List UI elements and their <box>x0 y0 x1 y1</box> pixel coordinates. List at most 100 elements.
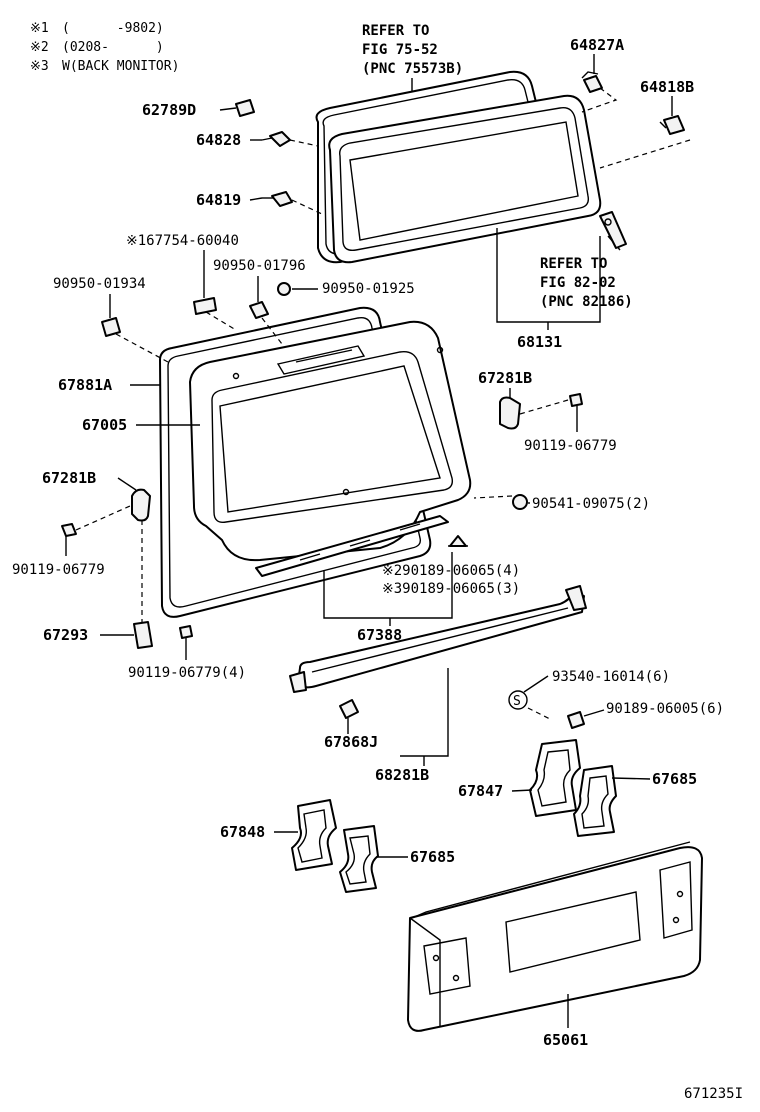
dash-64827A <box>581 87 618 113</box>
label-65061[interactable]: 65061 <box>543 1031 588 1049</box>
label-68281B[interactable]: 68281B <box>375 766 429 784</box>
note-3-mark: ※3 <box>30 59 49 74</box>
dash-64828 <box>289 139 319 147</box>
label-90119-06779-right[interactable]: 90119-06779 <box>524 438 617 454</box>
leader-68281B <box>400 668 449 757</box>
nut-90189-06065-illustration <box>448 535 468 547</box>
label-67685-right[interactable]: 67685 <box>611 770 697 788</box>
note-2-mark: ※2 <box>30 40 49 55</box>
label-67881A[interactable]: 67881A <box>58 376 160 394</box>
refer-line-1: REFER TO <box>362 23 429 39</box>
label-67685-left[interactable]: 67685 <box>376 848 455 866</box>
dash-90950-01796 <box>261 317 283 345</box>
svg-text:67881A: 67881A <box>58 376 112 394</box>
stopper-67293-illustration <box>133 621 153 649</box>
note-2-text: (0208- ) <box>62 40 164 55</box>
back-door-panel-illustration <box>189 320 472 562</box>
clip-64828-illustration <box>261 131 291 147</box>
label-62789D[interactable]: 62789D <box>142 101 237 119</box>
svg-text:67293: 67293 <box>43 626 88 644</box>
svg-text:67685: 67685 <box>410 848 455 866</box>
label-90189-06065-4[interactable]: ※290189-06065(4) <box>382 563 520 579</box>
dash-67281B-right <box>519 399 569 415</box>
svg-text:67847: 67847 <box>458 782 503 800</box>
label-67005[interactable]: 67005 <box>82 416 200 434</box>
label-67754-60040[interactable]: ※167754-60040 <box>126 233 239 298</box>
leader-67388 <box>323 552 453 619</box>
label-90950-01925[interactable]: 90950-01925 <box>292 281 415 297</box>
label-90119-06779-left[interactable]: 90119-06779 <box>12 562 105 578</box>
label-90950-01934[interactable]: 90950-01934 <box>53 276 146 318</box>
clip-90950-01934-illustration <box>101 317 121 337</box>
svg-text:64819: 64819 <box>196 191 241 209</box>
svg-text:67005: 67005 <box>82 416 127 434</box>
label-64828[interactable]: 64828 <box>196 131 262 149</box>
dash-64818B <box>599 139 691 169</box>
note-1-mark: ※1 <box>30 21 49 36</box>
label-90950-01796[interactable]: 90950-01796 <box>213 258 306 302</box>
clip-s-label: S <box>513 694 521 709</box>
lower-back-panel-65061-illustration <box>407 841 703 1032</box>
glass-hinge-illustration <box>599 211 627 249</box>
refer-line-3: (PNC 75573B) <box>362 61 463 77</box>
label-90189-06005[interactable]: 90189-06005(6) <box>606 701 724 717</box>
label-90189-06065-3[interactable]: ※390189-06065(3) <box>382 581 520 597</box>
label-64819[interactable]: 64819 <box>196 191 263 209</box>
leader-90189-06005 <box>583 709 605 717</box>
label-67388[interactable]: 67388 <box>357 626 402 644</box>
rail-68281B-illustration <box>289 585 587 693</box>
nut-90189-06005-illustration <box>567 711 585 729</box>
label-67847[interactable]: 67847 <box>458 782 533 800</box>
label-93540-16014[interactable]: 93540-16014(6) <box>523 669 670 693</box>
figure-code: 671235I <box>684 1086 743 1102</box>
clip-90950-01925-illustration <box>277 282 291 296</box>
clip-64819-illustration <box>262 191 293 207</box>
dash-90541 <box>473 495 513 499</box>
svg-text:62789D: 62789D <box>142 101 196 119</box>
svg-text:※290189-06065(4): ※290189-06065(4) <box>382 563 520 579</box>
label-90119-06779-4[interactable]: 90119-06779(4) <box>128 665 246 681</box>
gasket-67847-illustration <box>529 739 581 817</box>
gasket-67685-left-illustration <box>339 825 379 893</box>
svg-text:90119-06779: 90119-06779 <box>524 438 617 454</box>
clip-s-mark: S <box>508 690 528 710</box>
refer-line-2: FIG 75-52 <box>362 42 438 58</box>
label-90541-09075[interactable]: 90541-09075(2) <box>528 496 650 512</box>
gasket-67848-illustration <box>291 799 337 871</box>
stopper-67281B-left-illustration <box>131 488 151 522</box>
clip-64818B-illustration <box>659 115 685 135</box>
label-67281B-left[interactable]: 67281B <box>42 469 137 491</box>
note-1-text: ( -9802) <box>62 21 164 36</box>
svg-text:67281B: 67281B <box>478 369 532 387</box>
stopper-67281B-right-illustration <box>499 396 521 430</box>
svg-text:64827A: 64827A <box>570 36 624 54</box>
label-67848[interactable]: 67848 <box>220 823 298 841</box>
svg-text:67848: 67848 <box>220 823 265 841</box>
svg-text:67281B: 67281B <box>42 469 96 487</box>
svg-text:※390189-06065(3): ※390189-06065(3) <box>382 581 520 597</box>
label-64818B[interactable]: 64818B <box>640 78 694 116</box>
svg-text:90950-01796: 90950-01796 <box>213 258 306 274</box>
label-67281B-right[interactable]: 67281B <box>478 369 532 398</box>
note-3-text: W(BACK MONITOR) <box>62 59 179 74</box>
label-67293[interactable]: 67293 <box>43 626 134 644</box>
clip-64827A-illustration <box>581 71 603 93</box>
part-labels: 64827A 64818B 62789D 64828 64819 ※167754… <box>12 36 743 1102</box>
cushion-67754-illustration <box>193 297 217 315</box>
label-68131[interactable]: 68131 <box>517 333 562 351</box>
label-64827A[interactable]: 64827A <box>570 36 624 74</box>
svg-text:90950-01925: 90950-01925 <box>322 281 415 297</box>
svg-text:67685: 67685 <box>652 770 697 788</box>
svg-text:90189-06005(6): 90189-06005(6) <box>606 701 724 717</box>
refer-line-1: REFER TO <box>540 256 607 272</box>
refer-line-2: FIG 82-02 <box>540 275 616 291</box>
svg-text:68281B: 68281B <box>375 766 429 784</box>
clip-67868J-illustration <box>339 699 359 719</box>
label-67868J[interactable]: 67868J <box>324 733 378 751</box>
refer-fig-75-52[interactable]: REFER TO FIG 75-52 (PNC 75573B) <box>362 23 463 77</box>
refer-fig-82-02[interactable]: REFER TO FIG 82-02 (PNC 82186) <box>540 256 633 310</box>
svg-text:90119-06779(4): 90119-06779(4) <box>128 665 246 681</box>
applicability-notes: ※1 ( -9802) ※2 (0208- ) ※3 W(BACK MONITO… <box>30 21 179 74</box>
